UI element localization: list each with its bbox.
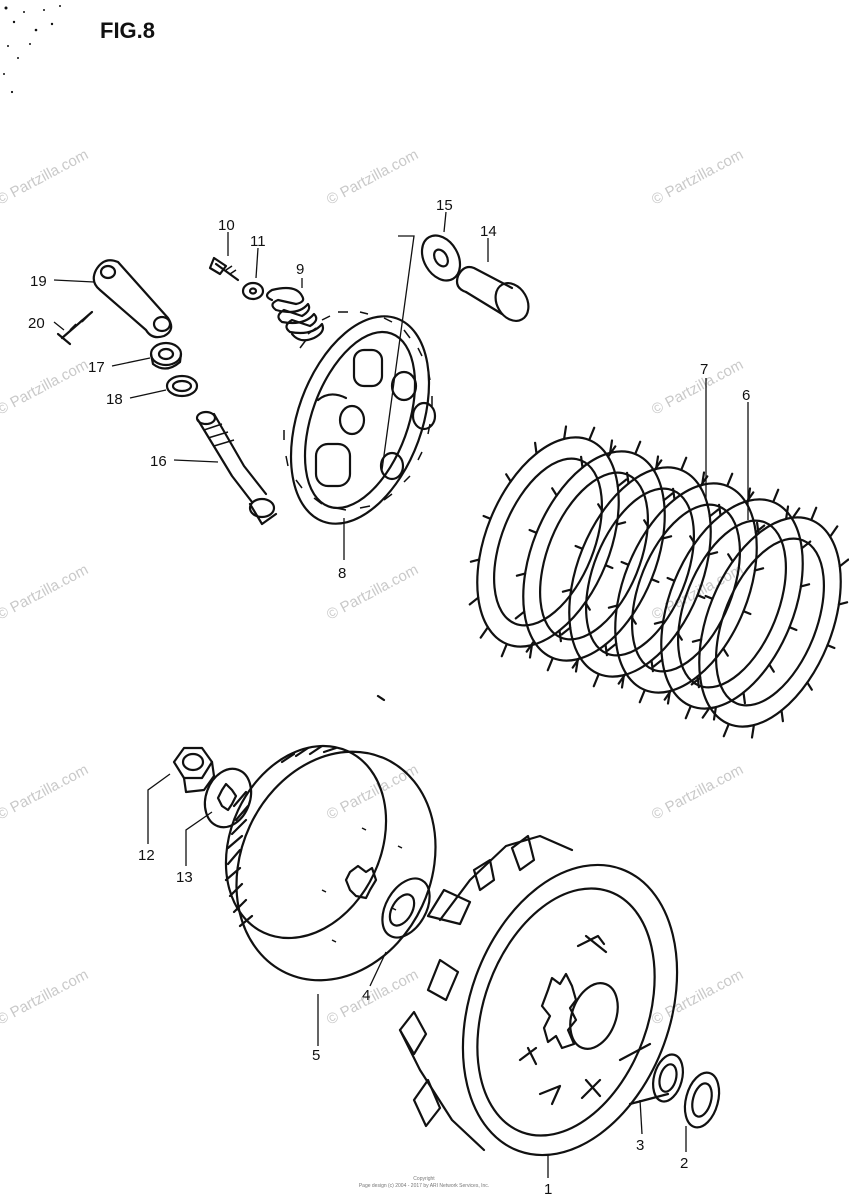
callout-7: 7 <box>700 361 708 378</box>
callout-15: 15 <box>436 197 453 214</box>
watermark-text: © Partzilla.com <box>649 356 746 418</box>
watermark-text: © Partzilla.com <box>649 966 746 1028</box>
callout-20: 20 <box>28 315 45 332</box>
part-17-bush <box>149 341 183 370</box>
footer-credit: Page design (c) 2004 - 2017 by ARI Netwo… <box>359 1183 489 1189</box>
footer-copyright: Copyright <box>413 1176 435 1182</box>
part-14-pushrod <box>455 265 530 322</box>
callout-13: 13 <box>176 869 193 886</box>
callout-19: 19 <box>30 273 47 290</box>
part-12-nut <box>172 746 216 794</box>
watermark-text: © Partzilla.com <box>0 761 91 823</box>
watermark-text: © Partzilla.com <box>324 146 421 208</box>
part-8-pressure-plate <box>283 311 437 525</box>
part-18-o-ring <box>165 374 199 398</box>
parts-6-7-clutch-plates <box>468 425 849 739</box>
callout-14: 14 <box>480 223 497 240</box>
part-15-washer <box>420 234 462 282</box>
stray-mark <box>376 694 386 702</box>
callout-3: 3 <box>636 1137 644 1154</box>
part-16-release-shaft <box>195 410 278 526</box>
callout-10: 10 <box>218 217 235 234</box>
callout-5: 5 <box>312 1047 320 1064</box>
callout-8: 8 <box>338 565 346 582</box>
watermark-text: © Partzilla.com <box>324 761 421 823</box>
callout-numbers: 19 20 17 18 16 10 11 9 15 14 8 7 6 12 13… <box>28 197 750 1198</box>
watermark-text: © Partzilla.com <box>649 146 746 208</box>
drive-plate <box>514 439 674 673</box>
callout-1: 1 <box>544 1181 552 1198</box>
callout-11: 11 <box>250 233 266 250</box>
part-20-screw <box>56 310 94 346</box>
part-5-sleeve-hub <box>224 744 437 982</box>
scan-speckle <box>3 5 61 94</box>
figure-title: FIG.8 <box>100 18 155 43</box>
callout-18: 18 <box>106 391 123 408</box>
friction-plate <box>652 487 812 721</box>
drive-plate <box>690 505 849 739</box>
part-9-spring <box>265 286 325 342</box>
callout-6: 6 <box>742 387 750 404</box>
part-10-screw <box>208 256 240 282</box>
callout-4: 4 <box>362 987 370 1004</box>
watermark-text: © Partzilla.com <box>324 966 421 1028</box>
watermark-layer: © Partzilla.com © Partzilla.com © Partzill… <box>0 146 746 1028</box>
part-19-release-arm <box>92 259 173 339</box>
watermark-text: © Partzilla.com <box>649 761 746 823</box>
callout-17: 17 <box>88 359 105 376</box>
leader-lines <box>53 211 749 1178</box>
friction-plate <box>468 425 628 659</box>
callout-16: 16 <box>150 453 167 470</box>
watermark-text: © Partzilla.com <box>0 146 91 208</box>
part-4-thrust-washer <box>381 877 431 939</box>
watermark-text: © Partzilla.com <box>0 966 91 1028</box>
part-2-washer <box>683 1071 721 1129</box>
callout-9: 9 <box>296 261 304 278</box>
part-1-clutch-housing <box>398 834 679 1157</box>
part-3-spacer <box>618 1042 684 1106</box>
watermark-text: © Partzilla.com <box>0 561 91 623</box>
callout-2: 2 <box>680 1155 688 1172</box>
watermark-text: © Partzilla.com <box>0 356 91 418</box>
part-11-washer <box>241 281 265 301</box>
callout-12: 12 <box>138 847 155 864</box>
